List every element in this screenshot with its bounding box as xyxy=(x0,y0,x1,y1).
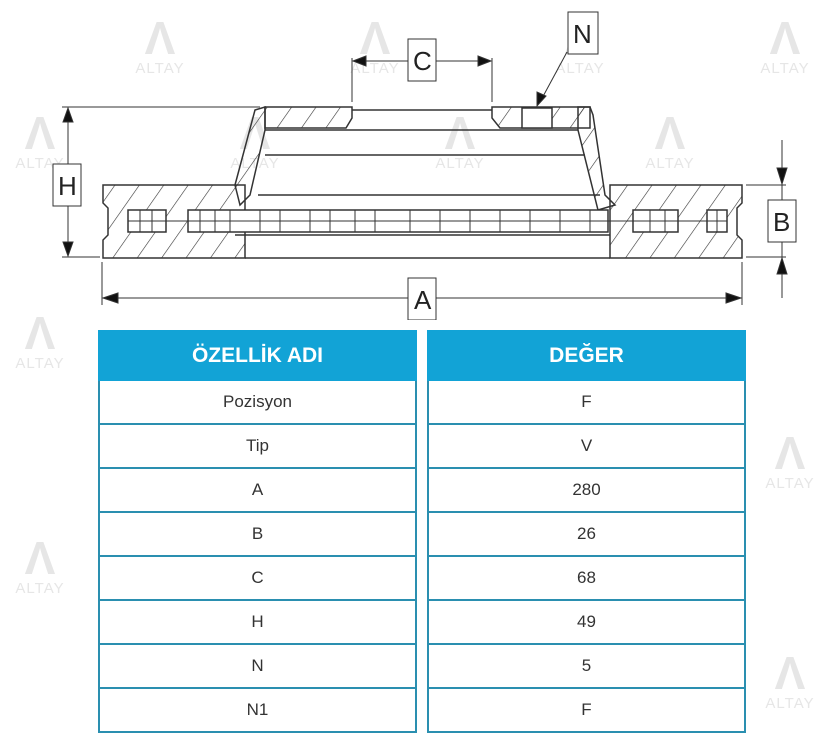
table-row: Pozisyon xyxy=(98,379,417,425)
label-a: A xyxy=(414,285,432,315)
property-name-cell: Tip xyxy=(98,423,417,469)
property-value-cell: 280 xyxy=(427,467,746,513)
table-row: F xyxy=(427,687,746,733)
label-h: H xyxy=(58,171,77,201)
label-box-c xyxy=(407,38,437,82)
table-row: 26 xyxy=(427,511,746,557)
table-row: B xyxy=(98,511,417,557)
label-n: N xyxy=(573,19,592,49)
table-row: 5 xyxy=(427,643,746,689)
table-row: C xyxy=(98,555,417,601)
property-name-header: ÖZELLİK ADI xyxy=(98,330,417,381)
table-row: N1 xyxy=(98,687,417,733)
property-name-table: ÖZELLİK ADI Pozisyon Tip A B C H N N1 xyxy=(98,330,417,733)
table-row: Tip xyxy=(98,423,417,469)
property-value-cell: 5 xyxy=(427,643,746,689)
table-row: 68 xyxy=(427,555,746,601)
property-name-cell: B xyxy=(98,511,417,557)
label-box-n xyxy=(567,11,599,55)
property-name-cell: N1 xyxy=(98,687,417,733)
property-value-header: DEĞER xyxy=(427,330,746,381)
table-row: N xyxy=(98,643,417,689)
table-row: 280 xyxy=(427,467,746,513)
property-value-cell: F xyxy=(427,379,746,425)
label-box-h xyxy=(52,163,82,207)
property-value-cell: F xyxy=(427,687,746,733)
label-box-a xyxy=(407,277,437,320)
property-value-table: DEĞER F V 280 26 68 49 5 F xyxy=(427,330,746,733)
property-value-cell: 68 xyxy=(427,555,746,601)
table-row: H xyxy=(98,599,417,645)
property-name-cell: Pozisyon xyxy=(98,379,417,425)
label-c: C xyxy=(413,46,432,76)
property-name-cell: N xyxy=(98,643,417,689)
table-row: F xyxy=(427,379,746,425)
brake-disc-cross-section: H C N B A xyxy=(52,11,797,320)
label-b: B xyxy=(773,207,790,237)
property-value-cell: 49 xyxy=(427,599,746,645)
table-row: V xyxy=(427,423,746,469)
property-name-cell: C xyxy=(98,555,417,601)
property-name-cell: A xyxy=(98,467,417,513)
label-box-b xyxy=(767,199,797,243)
property-name-cell: H xyxy=(98,599,417,645)
property-value-cell: V xyxy=(427,423,746,469)
table-row: 49 xyxy=(427,599,746,645)
table-row: A xyxy=(98,467,417,513)
property-value-cell: 26 xyxy=(427,511,746,557)
